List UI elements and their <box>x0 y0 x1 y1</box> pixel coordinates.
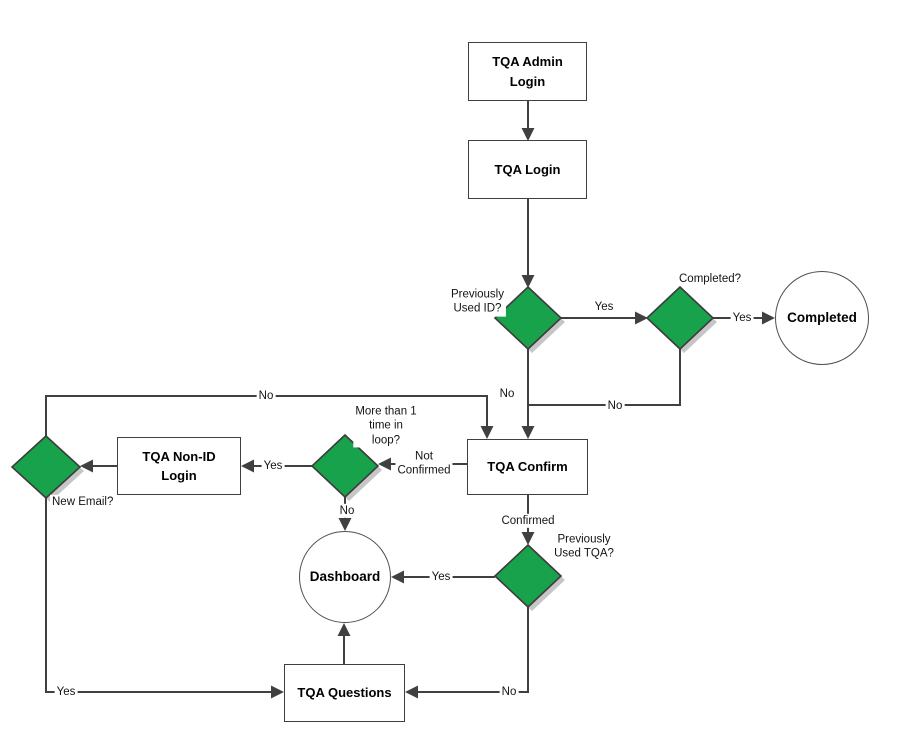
node-tqa-questions: TQA Questions <box>284 664 405 722</box>
node-tqa-non-id-login: TQA Non-ID Login <box>117 437 241 495</box>
label-previously-used-tqa: Previously Used TQA? <box>552 532 616 562</box>
label-yes-loop: Yes <box>261 458 285 474</box>
decision-new-email <box>10 434 82 500</box>
decision-previously-used-tqa <box>493 543 563 609</box>
decision-completed <box>645 285 715 351</box>
label-confirmed: Confirmed <box>499 513 557 529</box>
decision-more-than-1-time-in-loop <box>310 433 380 499</box>
decision-diamonds <box>10 285 715 609</box>
node-tqa-admin-login: TQA Admin Login <box>468 42 587 101</box>
node-tqa-admin-login-label: TQA Admin Login <box>492 54 563 89</box>
terminal-completed: Completed <box>775 271 869 365</box>
label-yes-completed: Yes <box>730 310 754 326</box>
node-tqa-confirm-label: TQA Confirm <box>487 459 568 475</box>
label-no-prev-used-tqa: No <box>499 684 519 700</box>
label-previously-used-id: Previously Used ID? <box>448 287 506 317</box>
decision-previously-used-id <box>493 285 563 351</box>
node-tqa-non-id-login-label: TQA Non-ID Login <box>142 448 216 484</box>
terminal-completed-label: Completed <box>787 309 857 325</box>
node-tqa-login: TQA Login <box>468 140 587 199</box>
label-no-loop: No <box>337 503 357 519</box>
label-yes-prev-used-tqa: Yes <box>429 569 453 585</box>
edge-prev-used-tqa-no <box>405 607 529 699</box>
terminal-dashboard: Dashboard <box>299 531 391 623</box>
label-no-completed: No <box>605 398 625 414</box>
node-tqa-confirm: TQA Confirm <box>467 439 588 495</box>
label-no-prev-used-id: No <box>497 386 517 402</box>
node-tqa-login-label: TQA Login <box>494 161 561 177</box>
label-completed-q: Completed? <box>676 271 744 287</box>
label-more-than-1-loop: More than 1 time in loop? <box>353 404 419 448</box>
label-no-new-email: No <box>256 388 276 404</box>
terminal-dashboard-label: Dashboard <box>309 568 381 584</box>
node-tqa-questions-label: TQA Questions <box>297 685 392 701</box>
label-not-confirmed: Not Confirmed <box>395 449 453 479</box>
label-yes-prev-used-id: Yes <box>592 299 616 315</box>
label-yes-new-email: Yes <box>54 684 78 700</box>
edge-new-email-yes <box>45 498 284 699</box>
edge-lines <box>45 101 775 699</box>
edge-completed-no <box>529 349 681 406</box>
label-new-email: New Email? <box>50 494 116 510</box>
